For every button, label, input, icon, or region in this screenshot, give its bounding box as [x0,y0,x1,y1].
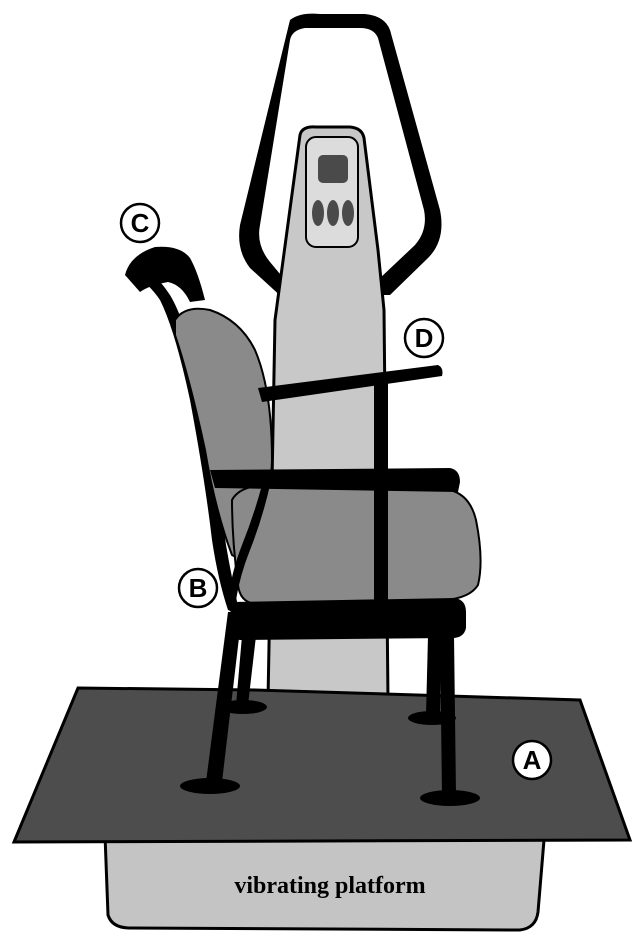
chair [125,246,482,806]
chair-foot [420,790,480,806]
panel-button-middle [327,200,339,226]
panel-button-left [312,200,324,226]
label-c-marker: C [119,202,161,244]
label-c: C [131,208,150,238]
label-b: B [189,573,208,603]
chair-foot [180,778,240,794]
display-screen [318,155,348,183]
control-panel [305,136,359,248]
panel-button-right [342,200,354,226]
chair-foot [219,700,267,714]
label-a: A [523,745,542,775]
platform-caption: vibrating platform [234,873,425,899]
platform-base [103,833,546,932]
label-d-marker: D [403,317,445,359]
chair-foot [408,711,456,725]
label-b-marker: B [177,567,219,609]
label-a-marker: A [511,739,553,781]
label-d: D [415,323,434,353]
